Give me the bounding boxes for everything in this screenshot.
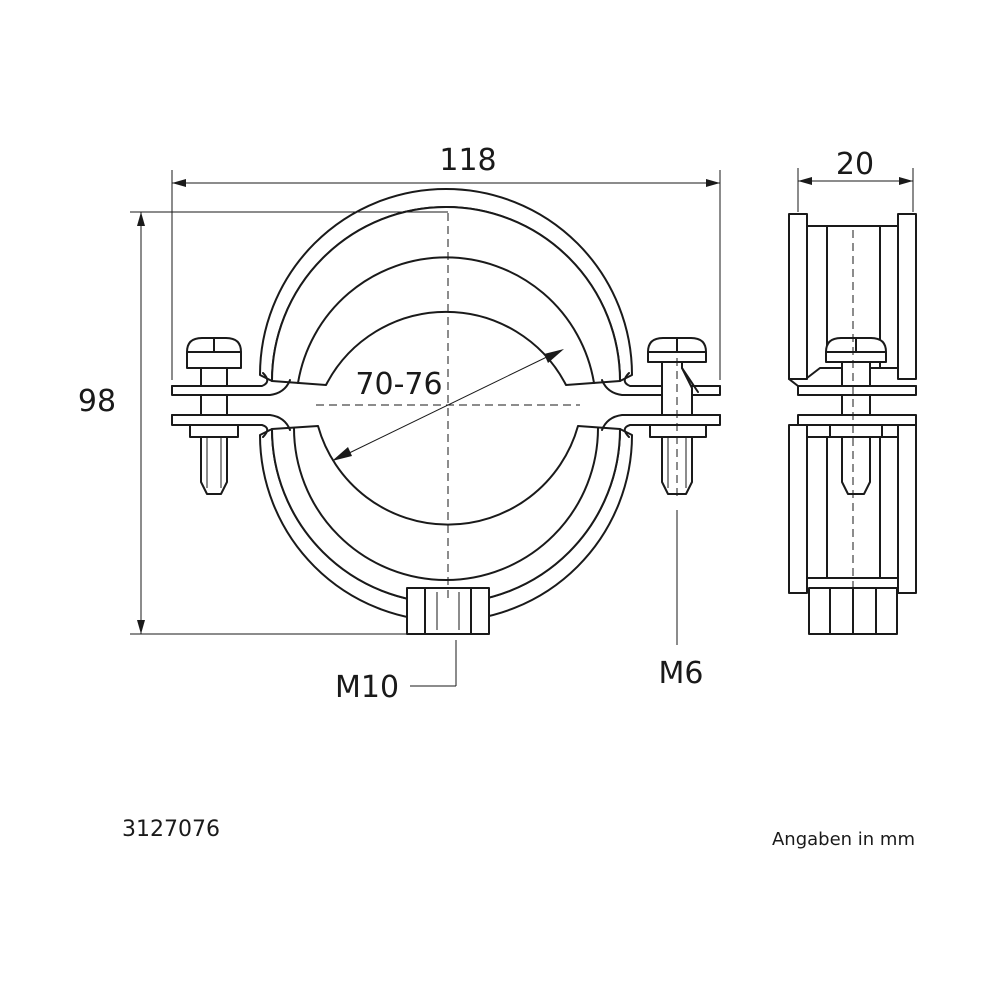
width-label: 118 bbox=[439, 143, 496, 178]
front-view bbox=[171, 188, 721, 635]
base-thread-label: M10 bbox=[335, 670, 399, 705]
diameter-dimension-line bbox=[332, 349, 564, 461]
left-flange bbox=[171, 372, 291, 438]
width-dimension bbox=[171, 170, 721, 380]
screw-thread-label: M6 bbox=[659, 656, 704, 691]
depth-dimension bbox=[797, 168, 914, 212]
article-number: 3127076 bbox=[122, 817, 220, 842]
height-dimension bbox=[130, 211, 448, 635]
lower-liner-line bbox=[293, 427, 599, 581]
height-label: 98 bbox=[78, 384, 116, 419]
units-note: Angaben in mm bbox=[772, 829, 915, 850]
side-view bbox=[788, 213, 917, 635]
upper-rubber-insert bbox=[271, 206, 621, 386]
lower-rubber-insert bbox=[271, 425, 621, 604]
right-flange bbox=[601, 372, 721, 438]
diameter-label: 70-76 bbox=[355, 367, 442, 402]
left-screw bbox=[186, 337, 242, 495]
upper-liner-line bbox=[297, 256, 595, 384]
depth-label: 20 bbox=[836, 147, 874, 182]
m10-leader bbox=[410, 640, 457, 687]
